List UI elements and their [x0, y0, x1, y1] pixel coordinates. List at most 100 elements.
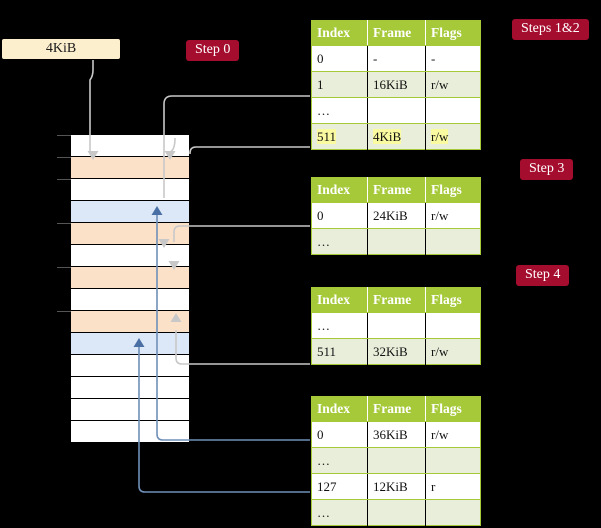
cell-frame	[367, 97, 426, 124]
cell-flags: r	[425, 473, 481, 500]
cell-flags: r/w	[425, 338, 481, 365]
memory-cell-8	[71, 311, 189, 333]
cell-index: …	[311, 97, 368, 124]
cell-index: …	[311, 312, 368, 339]
table-row: …	[311, 499, 481, 526]
cell-frame: 36KiB	[367, 421, 426, 448]
memory-cell-10	[71, 355, 189, 377]
cell-highlight: r/w	[431, 128, 449, 144]
memory-tick-5	[57, 311, 71, 312]
table-row: …	[311, 228, 481, 255]
cell-index: 0	[311, 421, 368, 448]
cell-highlight: 511	[317, 128, 337, 144]
memory-cell-7	[71, 289, 189, 311]
cell-frame	[367, 312, 426, 339]
cell-frame	[367, 447, 426, 474]
memory-cell-5	[71, 245, 189, 267]
cell-frame: 16KiB	[367, 71, 426, 98]
cell-index: …	[311, 228, 368, 255]
cell-highlight: 4KiB	[373, 128, 402, 144]
memory-frame-column	[70, 134, 190, 443]
step-badge-step-0: Step 0	[186, 40, 240, 61]
cell-frame: 4KiB	[367, 123, 426, 150]
conn-t3-0-to-cell6	[173, 225, 310, 242]
step-badge-steps-1-2: Steps 1&2	[512, 19, 589, 40]
cell-frame: 32KiB	[367, 338, 426, 365]
cell-flags: -	[425, 45, 481, 72]
cell-frame	[367, 499, 426, 526]
cell-frame: -	[367, 45, 426, 72]
column-header-flags: Flags	[425, 177, 481, 203]
memory-cell-3	[71, 201, 189, 223]
memory-tick-2	[57, 179, 71, 180]
column-header-frame: Frame	[367, 177, 426, 203]
cell-flags	[425, 447, 481, 474]
column-header-flags: Flags	[425, 287, 481, 313]
table-row: …	[311, 447, 481, 474]
cell-index: …	[311, 499, 368, 526]
cell-index: 511	[311, 338, 368, 365]
column-header-index: Index	[311, 20, 368, 46]
column-header-flags: Flags	[425, 396, 481, 422]
cell-index: …	[311, 447, 368, 474]
memory-cell-2	[71, 179, 189, 201]
memory-cell-12	[71, 399, 189, 421]
memory-cell-9	[71, 333, 189, 355]
cell-index: 0	[311, 202, 368, 229]
cell-flags	[425, 312, 481, 339]
memory-cell-1	[71, 157, 189, 179]
size-label-4kib: 4KiB	[2, 39, 120, 59]
memory-tick-1	[57, 157, 71, 158]
column-header-index: Index	[311, 287, 368, 313]
step-badge-step-4: Step 4	[516, 265, 570, 286]
cell-frame	[367, 228, 426, 255]
cell-frame: 12KiB	[367, 473, 426, 500]
column-header-frame: Frame	[367, 20, 426, 46]
memory-tick-4	[57, 267, 71, 268]
cell-flags: r/w	[425, 71, 481, 98]
cell-index: 511	[311, 123, 368, 150]
cell-index: 127	[311, 473, 368, 500]
memory-cell-0	[71, 135, 189, 157]
memory-cell-13	[71, 421, 189, 443]
table-row: 511 4KiB r/w	[311, 123, 481, 150]
cell-index: 0	[311, 45, 368, 72]
conn-t12-511-to-cell	[189, 146, 310, 154]
memory-cell-4	[71, 223, 189, 245]
cell-flags	[425, 499, 481, 526]
cell-index: 1	[311, 71, 368, 98]
cell-frame: 24KiB	[367, 202, 426, 229]
memory-tick-0	[57, 135, 71, 136]
cell-flags: r/w	[425, 421, 481, 448]
table-row: …	[311, 312, 481, 339]
conn-t4a-511-to-cell8	[175, 330, 310, 365]
cell-flags: r/w	[425, 202, 481, 229]
column-header-flags: Flags	[425, 20, 481, 46]
memory-cell-11	[71, 377, 189, 399]
column-header-index: Index	[311, 396, 368, 422]
table-row: 0--	[311, 45, 481, 72]
step-badge-step-3: Step 3	[520, 159, 574, 180]
cell-flags	[425, 228, 481, 255]
cell-flags	[425, 97, 481, 124]
cell-flags: r/w	[425, 123, 481, 150]
memory-cell-6	[71, 267, 189, 289]
column-header-frame: Frame	[367, 396, 426, 422]
column-header-index: Index	[311, 177, 368, 203]
column-header-frame: Frame	[367, 287, 426, 313]
table-row: …	[311, 97, 481, 124]
